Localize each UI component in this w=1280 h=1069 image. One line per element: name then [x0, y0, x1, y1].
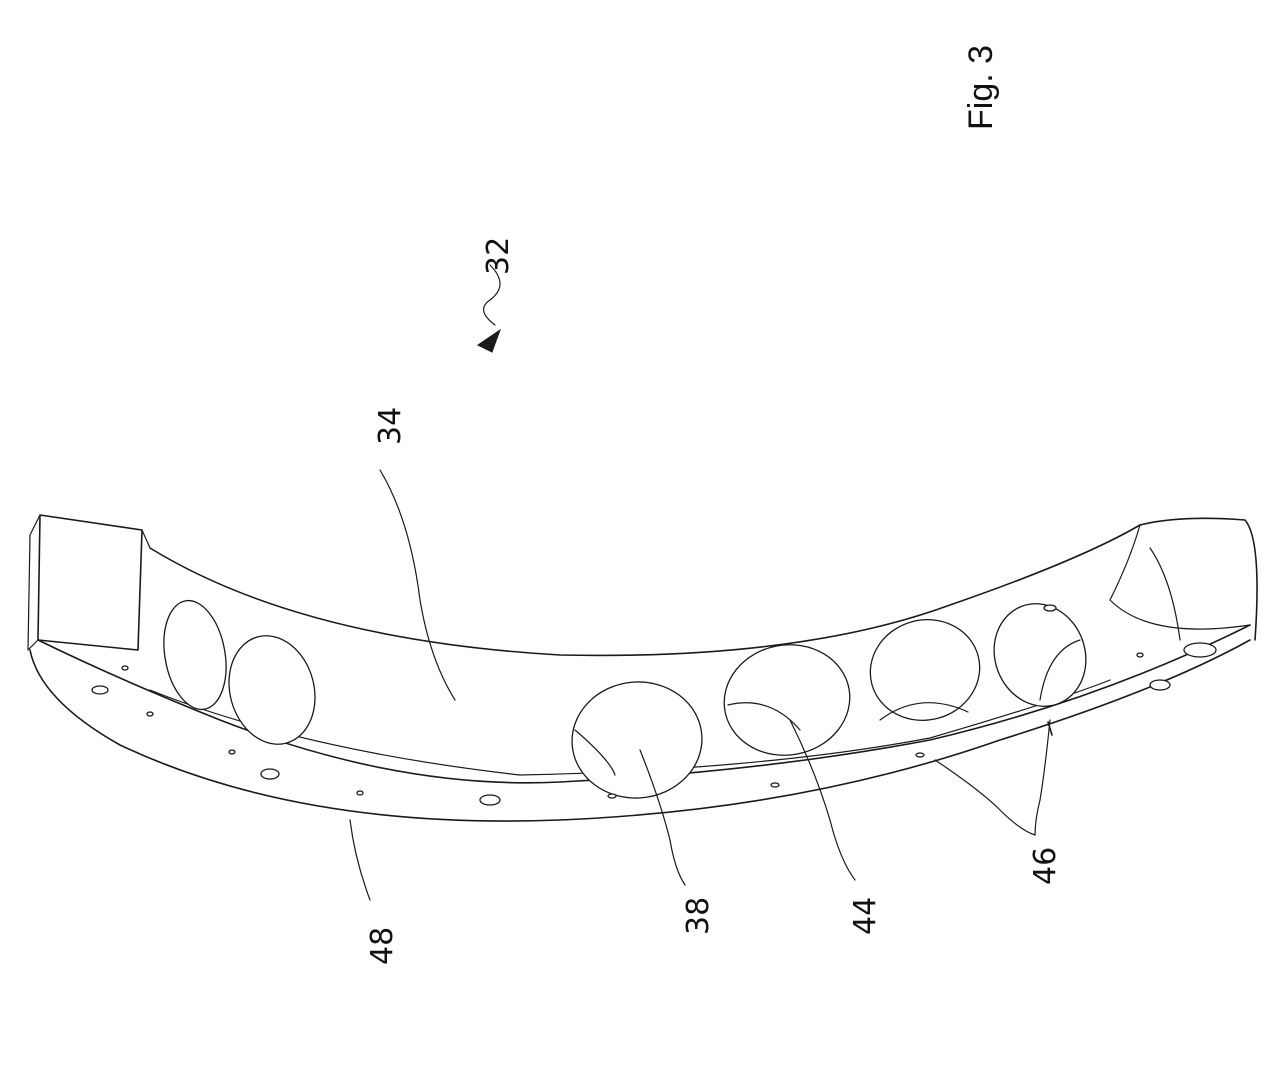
label-46: 46 [1028, 847, 1063, 885]
arrow-32 [477, 264, 502, 353]
right-end [1139, 517, 1258, 641]
label-34: 34 [373, 407, 408, 445]
label-32: 32 [481, 237, 516, 275]
wall-hole [228, 635, 316, 745]
flange-bolt-holes [91, 604, 1217, 806]
arrowhead-icon [477, 328, 502, 353]
wall-hole [571, 681, 703, 799]
wall-top-edge [149, 524, 1141, 657]
leader-38 [639, 749, 686, 886]
wall-hole [869, 618, 981, 722]
wall-hole [163, 599, 227, 711]
wall-hole [723, 644, 851, 756]
leader-46b [1034, 719, 1051, 836]
label-38: 38 [681, 897, 716, 935]
figure-label: Fig. 3 [962, 45, 1000, 130]
leader-34 [379, 469, 456, 701]
curved-segment-part [27, 514, 1258, 822]
label-44: 44 [848, 897, 883, 935]
leader-lines [349, 469, 1053, 901]
flange-outer-edge [29, 639, 1251, 822]
leader-46a [934, 759, 1036, 836]
label-48: 48 [365, 927, 400, 965]
wall-hole [993, 603, 1087, 707]
leader-44 [789, 719, 856, 881]
left-end-block [37, 514, 143, 651]
leader-48 [349, 819, 371, 901]
